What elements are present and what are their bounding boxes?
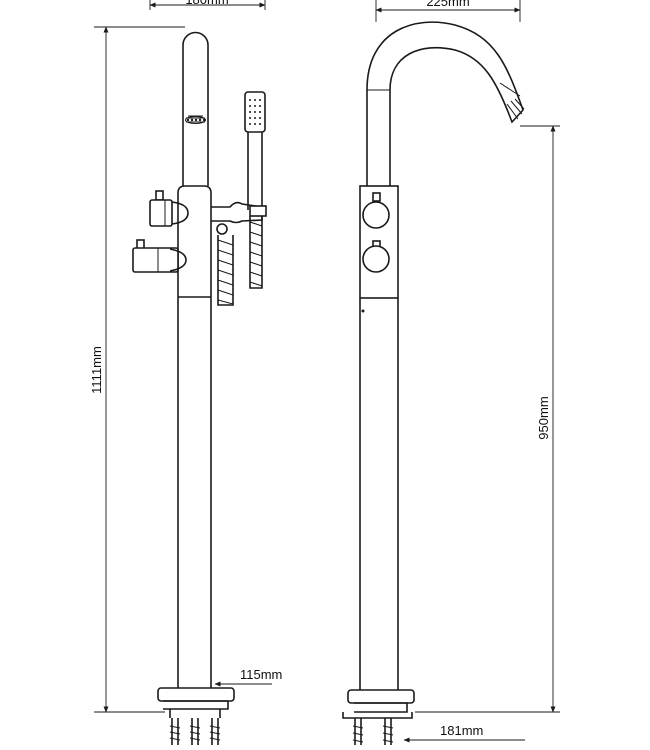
front-spout-column	[182, 31, 209, 186]
aerator-mesh	[186, 115, 205, 123]
front-riser-pipe	[177, 297, 212, 688]
side-mixer-body	[359, 185, 399, 299]
supply-connectors	[169, 718, 221, 745]
dimension-labels: 180mm 225mm 1111mm 950mm 115mm 181mm	[89, 0, 551, 738]
hose-connector	[216, 223, 228, 235]
side-view	[342, 21, 525, 745]
dimension-lines	[94, 0, 560, 743]
label-side-width: 225mm	[426, 0, 469, 9]
mixer-body	[177, 185, 212, 297]
side-floor-base	[342, 689, 415, 745]
flow-handle	[132, 239, 187, 273]
label-spout-height: 950mm	[536, 396, 551, 439]
side-riser-pipe	[359, 298, 399, 690]
side-flow-handle	[362, 240, 390, 273]
hand-shower	[244, 91, 267, 217]
label-front-width: 180mm	[185, 0, 228, 7]
shower-hose	[217, 216, 263, 306]
label-total-height: 1111mm	[89, 346, 104, 394]
front-floor-base	[157, 687, 235, 718]
temperature-handle	[149, 190, 189, 227]
gooseneck-spout	[366, 21, 524, 186]
front-view	[132, 31, 267, 745]
label-base-width: 115mm	[240, 667, 282, 682]
side-temperature-handle	[362, 192, 390, 229]
label-base-depth: 181mm	[440, 723, 483, 738]
